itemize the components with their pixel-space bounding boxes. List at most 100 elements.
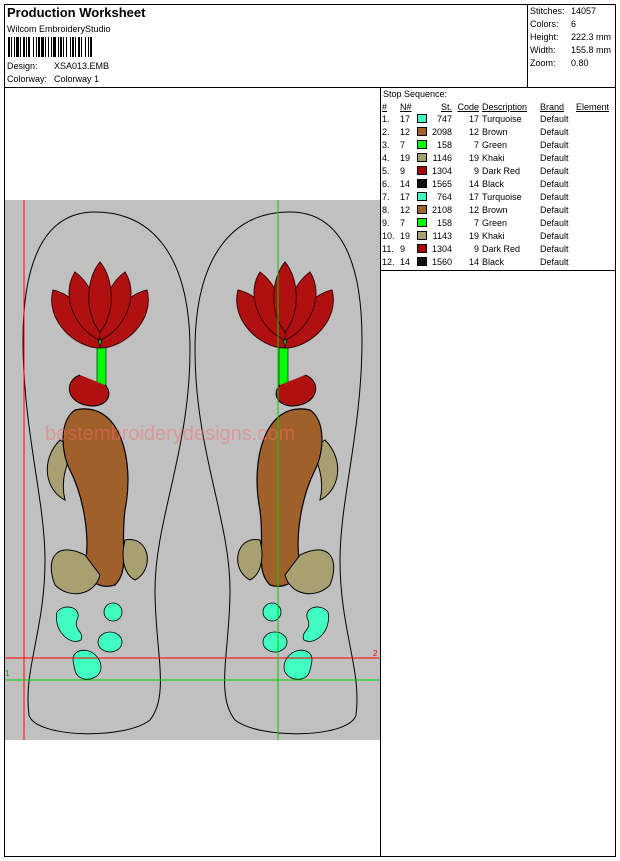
row-description: Black <box>482 179 505 189</box>
col-needle: N# <box>400 101 412 112</box>
guide-marker-1: 1 <box>5 669 10 678</box>
design-value: XSA013.EMB <box>54 61 110 71</box>
color-swatch <box>417 166 427 175</box>
row-description: Dark Red <box>482 166 521 176</box>
row-swatch <box>417 178 431 191</box>
row-needle: 17 <box>400 192 411 202</box>
row-code: 12 <box>468 205 479 215</box>
row-stitches: 2108 <box>431 205 452 215</box>
row-swatch <box>417 204 431 217</box>
row-code: 19 <box>468 231 479 241</box>
row-stitches: 1560 <box>431 257 452 267</box>
stat-stitches: Stitches:14057 <box>530 6 597 16</box>
row-needle: 17 <box>400 114 411 124</box>
row-stitches: 2098 <box>431 127 452 137</box>
design-stats: Stitches:14057 Colors:6 Height:222.3 mm … <box>530 5 611 70</box>
row-element <box>576 126 609 139</box>
row-brand: Default <box>540 231 569 241</box>
row-stitches: 158 <box>436 140 452 150</box>
col-code: Code <box>457 101 479 112</box>
row-brand: Default <box>540 205 569 215</box>
left-fish-head <box>68 374 110 407</box>
left-fish-body <box>62 408 129 587</box>
design-preview: bestembroiderydesigns.com 1 2 <box>5 200 380 740</box>
row-stitches: 764 <box>436 192 452 202</box>
row-brand: Default <box>540 257 569 267</box>
barcode-icon <box>8 37 92 57</box>
row-index: 8. <box>382 205 390 215</box>
row-element <box>576 256 609 269</box>
row-element <box>576 165 609 178</box>
row-index: 6. <box>382 179 390 189</box>
color-swatch <box>417 179 427 188</box>
row-code: 12 <box>468 127 479 137</box>
row-needle: 7 <box>400 140 406 150</box>
row-description: Dark Red <box>482 244 521 254</box>
stop-sequence-table: # N# St. Code Description Brand Element … <box>381 100 609 269</box>
color-swatch <box>417 218 427 227</box>
row-description: Brown <box>482 127 508 137</box>
col-index: # <box>382 101 388 112</box>
row-swatch <box>417 126 431 139</box>
page-title: Production Worksheet <box>7 5 146 20</box>
row-code: 17 <box>468 114 479 124</box>
row-description: Turquoise <box>482 114 522 124</box>
row-code: 17 <box>468 192 479 202</box>
row-index: 4. <box>382 153 390 163</box>
col-brand: Brand <box>540 101 565 112</box>
colorway-value: Colorway 1 <box>54 74 100 84</box>
row-needle: 9 <box>400 166 406 176</box>
software-name: Wilcom EmbroideryStudio <box>7 24 111 34</box>
row-element <box>576 204 609 217</box>
color-swatch <box>417 153 427 162</box>
row-element <box>576 217 609 230</box>
color-swatch <box>417 244 427 253</box>
row-code: 7 <box>473 218 479 228</box>
stats-divider <box>527 4 528 87</box>
row-needle: 12 <box>400 205 411 215</box>
row-stitches: 1143 <box>432 231 452 241</box>
row-stitches: 1304 <box>431 244 452 254</box>
row-code: 7 <box>473 140 479 150</box>
row-brand: Default <box>540 192 569 202</box>
row-element <box>576 230 609 243</box>
guide-marker-2: 2 <box>373 649 378 658</box>
header-divider <box>4 87 616 88</box>
row-index: 12. <box>382 257 395 267</box>
panel-divider <box>380 87 381 857</box>
col-description: Description <box>482 101 528 112</box>
left-lotus <box>51 261 149 349</box>
row-swatch <box>417 152 431 165</box>
row-swatch <box>417 243 431 256</box>
row-swatch <box>417 191 431 204</box>
col-stitches: St. <box>440 101 452 112</box>
row-element <box>576 243 609 256</box>
row-description: Turquoise <box>482 192 522 202</box>
row-stitches: 1565 <box>431 179 452 189</box>
row-swatch <box>417 217 431 230</box>
row-description: Black <box>482 257 505 267</box>
row-needle: 7 <box>400 218 406 228</box>
row-description: Khaki <box>482 231 505 241</box>
design-row: Design:XSA013.EMB <box>7 61 109 71</box>
color-swatch <box>417 140 427 149</box>
row-brand: Default <box>540 166 569 176</box>
preview-background <box>5 200 380 740</box>
row-brand: Default <box>540 114 569 124</box>
row-element <box>576 152 609 165</box>
row-index: 2. <box>382 127 390 137</box>
row-brand: Default <box>540 244 569 254</box>
stat-colors: Colors:6 <box>530 19 577 29</box>
col-swatch <box>417 100 431 113</box>
row-index: 10. <box>382 231 395 241</box>
